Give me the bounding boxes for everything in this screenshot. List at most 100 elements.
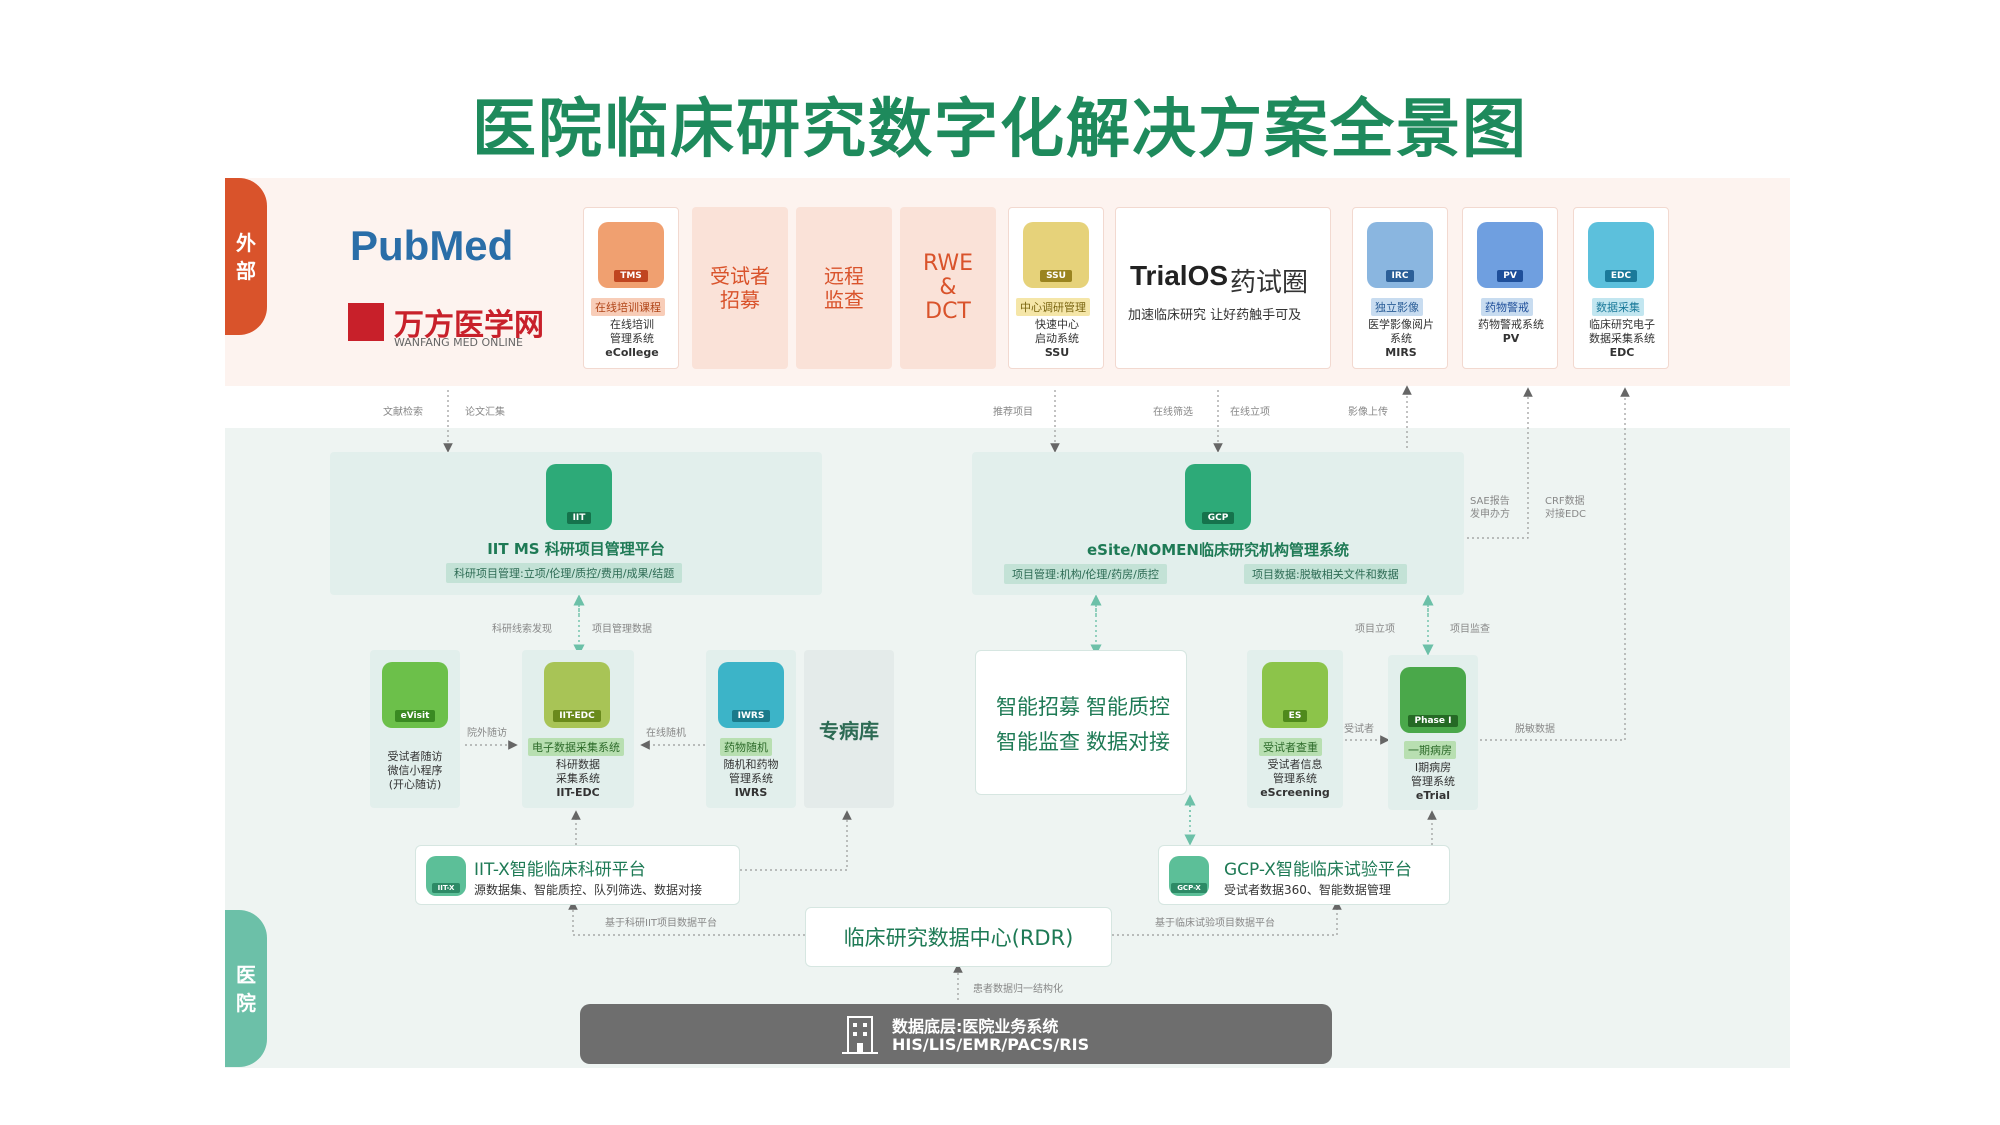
- label-out-followup: 院外随访: [467, 728, 507, 739]
- pv-tag: 药物警戒: [1481, 298, 1533, 316]
- external-section-tab: 外 部: [225, 178, 267, 335]
- irc-tag: 独立影像: [1371, 298, 1423, 316]
- rdr-box[interactable]: 临床研究数据中心(RDR): [805, 907, 1112, 967]
- smart-data-link: 数据对接: [1086, 730, 1170, 754]
- label-sae: SAE报告发申办方: [1470, 496, 1510, 520]
- smart-features-box: 智能招募 智能质控 智能监查 数据对接: [975, 650, 1187, 795]
- page-title: 医院临床研究数字化解决方案全景图: [472, 93, 1528, 167]
- iit-x-platform[interactable]: IIT-X IIT-X智能临床科研平台 源数据集、智能质控、队列筛选、数据对接: [415, 845, 740, 905]
- esite-sub1: 项目管理:机构/伦理/药房/质控: [1004, 564, 1167, 584]
- label-lit-search: 文献检索: [383, 407, 423, 418]
- iit-ms-sub: 科研项目管理:立项/伦理/质控/费用/成果/结题: [446, 563, 683, 583]
- gcp-x-icon: GCP-X: [1169, 856, 1209, 896]
- iit-x-title: IIT-X智能临床科研平台: [474, 860, 646, 880]
- building-icon: [842, 1016, 878, 1054]
- iit-x-icon: IIT-X: [426, 856, 466, 896]
- iit-x-sub: 源数据集、智能质控、队列筛选、数据对接: [474, 883, 703, 897]
- wanfang-logo-en: WANFANG MED ONLINE: [394, 336, 523, 349]
- edc-tag: 数据采集: [1592, 298, 1644, 316]
- gcp-x-sub: 受试者数据360、智能数据管理: [1224, 883, 1391, 897]
- phase1-icon: Phase I: [1400, 667, 1466, 733]
- iit-ms-title: IIT MS 科研项目管理平台: [487, 540, 665, 558]
- wanfang-logo: 万方医学网: [394, 308, 544, 343]
- phase1-tag: 一期病房: [1404, 741, 1456, 759]
- trialos-cn: 药试圈: [1230, 268, 1309, 298]
- recruit-card[interactable]: 受试者招募: [692, 207, 788, 369]
- hospital-section-tab: 医 院: [225, 910, 267, 1067]
- label-online-random: 在线随机: [646, 728, 686, 739]
- es-icon: ES: [1262, 662, 1328, 728]
- gcp-x-title: GCP-X智能临床试验平台: [1224, 860, 1412, 880]
- hospital-label-2: 院: [236, 990, 256, 1015]
- esite-module[interactable]: GCP eSite/NOMEN临床研究机构管理系统 项目管理:机构/伦理/药房/…: [972, 452, 1464, 595]
- evisit-desc: 受试者随访微信小程序(开心随访): [387, 750, 443, 791]
- trialos-card[interactable]: TrialOS 药试圈 加速临床研究 让好药触手可及: [1115, 207, 1331, 369]
- iit-icon: IIT: [546, 464, 612, 530]
- esite-sub2: 项目数据:脱敏相关文件和数据: [1244, 564, 1407, 584]
- gcp-x-platform[interactable]: GCP-X GCP-X智能临床试验平台 受试者数据360、智能数据管理: [1158, 845, 1450, 905]
- evisit-card[interactable]: eVisit 受试者随访微信小程序(开心随访): [370, 650, 460, 808]
- ssu-icon: SSU: [1023, 222, 1089, 288]
- label-paper-collect: 论文汇集: [465, 407, 505, 418]
- tms-icon: TMS: [598, 222, 664, 288]
- disease-db-card[interactable]: 专病库: [804, 650, 894, 808]
- esite-title: eSite/NOMEN临床研究机构管理系统: [1087, 541, 1349, 559]
- iit-edc-tag: 电子数据采集系统: [528, 738, 624, 756]
- label-image-upload: 影像上传: [1348, 407, 1388, 418]
- base-line2: HIS/LIS/EMR/PACS/RIS: [892, 1035, 1090, 1054]
- iit-ms-module[interactable]: IIT IIT MS 科研项目管理平台 科研项目管理:立项/伦理/质控/费用/成…: [330, 452, 822, 595]
- gcp-icon: GCP: [1185, 464, 1251, 530]
- hospital-label-1: 医: [236, 962, 256, 987]
- trialos-slogan: 加速临床研究 让好药触手可及: [1128, 308, 1302, 323]
- irc-icon: IRC: [1367, 222, 1433, 288]
- label-proj-data: 项目管理数据: [592, 624, 652, 635]
- label-clue: 科研线索发现: [492, 624, 552, 635]
- edc-icon: EDC: [1588, 222, 1654, 288]
- label-patient-data: 患者数据归一结构化: [973, 984, 1063, 995]
- label-recommend: 推荐项目: [993, 407, 1033, 418]
- iit-edc-icon: IIT-EDC: [544, 662, 610, 728]
- iwrs-icon: IWRS: [718, 662, 784, 728]
- label-iit-platform: 基于科研IIT项目数据平台: [605, 918, 718, 929]
- external-label-1: 外: [236, 230, 256, 255]
- iwrs-tag: 药物随机: [720, 738, 772, 756]
- pubmed-logo: PubMed: [350, 222, 514, 269]
- trialos-logo: TrialOS: [1130, 260, 1229, 291]
- smart-monitor: 智能监查: [996, 730, 1080, 754]
- label-online-screen: 在线筛选: [1153, 407, 1193, 418]
- label-crf: CRF数据对接EDC: [1545, 496, 1587, 520]
- base-line1: 数据底层:医院业务系统: [892, 1017, 1059, 1036]
- evisit-icon: eVisit: [382, 662, 448, 728]
- rwe-dct-card[interactable]: RWE&DCT: [900, 207, 996, 369]
- wanfang-logo-icon: [348, 303, 384, 341]
- label-trial-platform: 基于临床试验项目数据平台: [1155, 918, 1275, 929]
- remote-monitor-card[interactable]: 远程监查: [796, 207, 892, 369]
- pv-icon: PV: [1477, 222, 1543, 288]
- label-subject: 受试者: [1344, 724, 1374, 735]
- label-proj-setup: 项目立项: [1355, 624, 1395, 635]
- smart-qc: 智能质控: [1086, 695, 1170, 719]
- es-tag: 受试者查重: [1259, 738, 1322, 756]
- external-label-2: 部: [236, 258, 256, 283]
- smart-recruit: 智能招募: [996, 695, 1080, 719]
- base-data-layer[interactable]: 数据底层:医院业务系统 HIS/LIS/EMR/PACS/RIS: [580, 1004, 1332, 1064]
- label-desens: 脱敏数据: [1515, 724, 1555, 735]
